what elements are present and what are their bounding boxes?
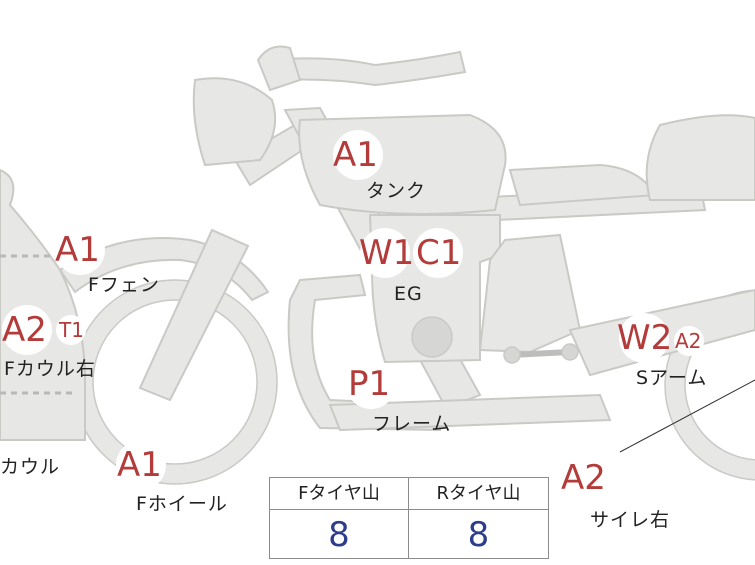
badge-circle-fcowl: [2, 305, 52, 355]
label-fcowl-r: Fカウル右: [4, 358, 96, 380]
tire-tread-table: Fタイヤ山 Rタイヤ山 8 8: [269, 477, 549, 559]
frame-bottom-rail: [328, 393, 612, 432]
rear-tire-value: 8: [467, 515, 490, 555]
code-tank: A1: [333, 135, 378, 175]
label-frame: フレーム: [372, 413, 452, 435]
badge-circle-tank: [333, 130, 383, 180]
front-tire-value: 8: [270, 510, 409, 558]
code-muffler-r: A2: [561, 458, 606, 498]
label-muffler-r: サイレ右: [590, 509, 671, 531]
badge-circle-swingarm-a: [674, 326, 704, 356]
tail-cowl: [645, 114, 755, 201]
label-swingarm: Sアーム: [636, 367, 708, 389]
badge-circle-engine-c: [413, 228, 463, 278]
badge-circle-muffler: [561, 453, 611, 503]
rear-tire-header: Rタイヤ山: [409, 478, 548, 510]
code-fwheel: A1: [117, 445, 162, 485]
code-fcowl-r-t: T1: [59, 318, 84, 342]
code-swingarm-w: W2: [617, 318, 673, 358]
lever-knob-left: [503, 346, 521, 364]
label-cowl-cut: カウル: [0, 456, 61, 478]
engine-rear: [478, 233, 582, 354]
front-fork: [138, 228, 250, 402]
code-frame: P1: [348, 364, 391, 404]
label-ffender: Fフェン: [88, 274, 160, 296]
code-engine-w: W1: [359, 233, 415, 273]
label-tank: タンク: [366, 180, 427, 202]
handlebar: [263, 50, 467, 87]
badge-circle-frame: [346, 359, 396, 409]
code-engine-c: C1: [416, 233, 462, 273]
rear-wheel-rim: [665, 290, 755, 480]
badge-circle-fwheel: [116, 440, 166, 490]
badge-circle-swingarm-w: [619, 313, 669, 363]
badge-circle-engine-w: [360, 228, 410, 278]
badge-circle-fcowl-t: [56, 315, 86, 345]
rear-wheel-inner: [684, 309, 755, 461]
lever-knob-right: [561, 343, 579, 361]
front-tire-header: Fタイヤ山: [270, 478, 409, 510]
headlight: [192, 77, 277, 167]
front-cowl: [0, 168, 86, 441]
engine-cover: [411, 316, 453, 358]
code-swingarm-a: A2: [675, 329, 702, 353]
code-fcowl-r: A2: [2, 310, 47, 350]
rear-wheel-outer: [664, 289, 755, 481]
label-engine: EG: [394, 283, 423, 305]
badge-circle-ffender: [55, 225, 105, 275]
code-ffender: A1: [55, 230, 100, 270]
label-fwheel: Fホイール: [136, 493, 228, 515]
front-wheel-inner: [92, 299, 258, 465]
handlebar-grip: [256, 45, 302, 92]
muffler-callout-line: [619, 379, 755, 453]
